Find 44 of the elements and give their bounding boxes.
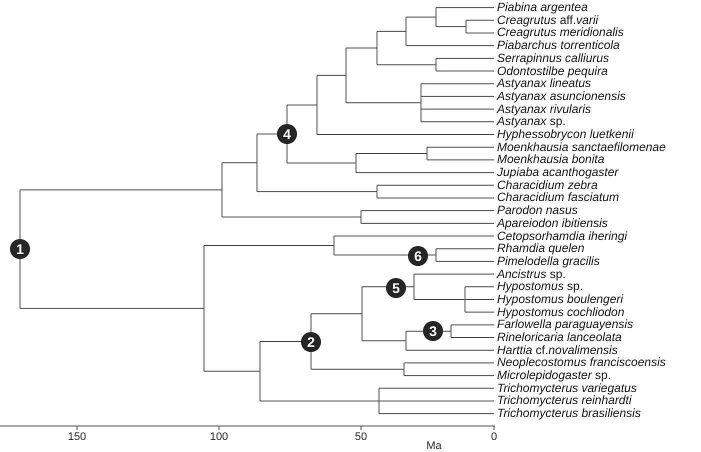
- axis-tick-label: 100: [210, 431, 228, 443]
- taxon-name: Hypostomus cochliodon: [497, 306, 624, 319]
- callout-number: 4: [277, 124, 297, 144]
- callout-number: 1: [10, 239, 30, 259]
- axis-tick-label: 50: [354, 431, 368, 443]
- callout-number: 3: [423, 321, 443, 341]
- axis-title: Ma: [426, 440, 442, 452]
- taxon-name: Moenkhausia bonita: [497, 153, 604, 166]
- taxon-name: Creagrutus meridionalis: [497, 26, 624, 40]
- taxon-name: Microlepidogaster sp.: [497, 369, 612, 382]
- callout-number: 6: [408, 246, 428, 266]
- taxon-name: Serrapinnus calliurus: [497, 52, 610, 65]
- taxon-name: Pimelodella gracilis: [497, 254, 600, 268]
- axis-tick-label: 0: [490, 431, 498, 443]
- taxon-name: Neoplecostomus franciscoensis: [497, 356, 666, 370]
- taxon-name: Piabina argentea: [497, 1, 588, 14]
- taxon-name: Rhamdia quelen: [497, 242, 584, 256]
- taxon-name: Astyanax lineatus: [497, 77, 592, 90]
- taxon-name: Odontostilbe pequira: [497, 64, 608, 78]
- taxon-name: Parodon nasus: [497, 204, 578, 218]
- axis-tick-label: 150: [68, 431, 86, 443]
- callout-number: 5: [386, 278, 406, 298]
- taxon-name: Hypostomus boulengeri: [497, 292, 624, 306]
- taxon-name: Trichomycterus variegatus: [497, 382, 637, 395]
- taxon-name: Astyanax rivularis: [497, 102, 592, 116]
- taxon-name: Astyanax sp.: [497, 115, 566, 128]
- taxon-name: Hypostomus sp.: [497, 280, 584, 294]
- taxon-name: Farlowella paraguayensis: [497, 318, 634, 332]
- taxon-name: Harttia cf.novalimensis: [497, 344, 618, 357]
- taxon-name: Moenkhausia sanctaefilomenae: [497, 140, 666, 154]
- taxon-name: Hyphessobrycon luetkenii: [497, 128, 634, 141]
- taxon-name: Creagrutus aff.varii: [497, 14, 598, 27]
- taxon-name: Rineloricaria lanceolata: [497, 331, 622, 344]
- taxon-name: Cetopsorhamdia iheringi: [497, 230, 628, 243]
- taxon-name: Astyanax asuncionensis: [497, 90, 626, 103]
- callout-number: 2: [301, 332, 321, 352]
- taxon-name: Ancistrus sp.: [497, 268, 566, 281]
- taxon-name: Trichomycterus brasiliensis: [497, 407, 641, 420]
- taxon-name: Apareiodon ibitiensis: [497, 216, 608, 230]
- taxon-name: Piabarchus torrenticola: [497, 39, 620, 52]
- taxon-name: Characidium zebra: [497, 178, 598, 192]
- taxon-name: Characidium fasciatum: [497, 191, 620, 204]
- taxon-name: Jupiaba acanthogaster: [497, 166, 618, 180]
- taxon-name: Trichomycterus reinhardti: [497, 394, 632, 408]
